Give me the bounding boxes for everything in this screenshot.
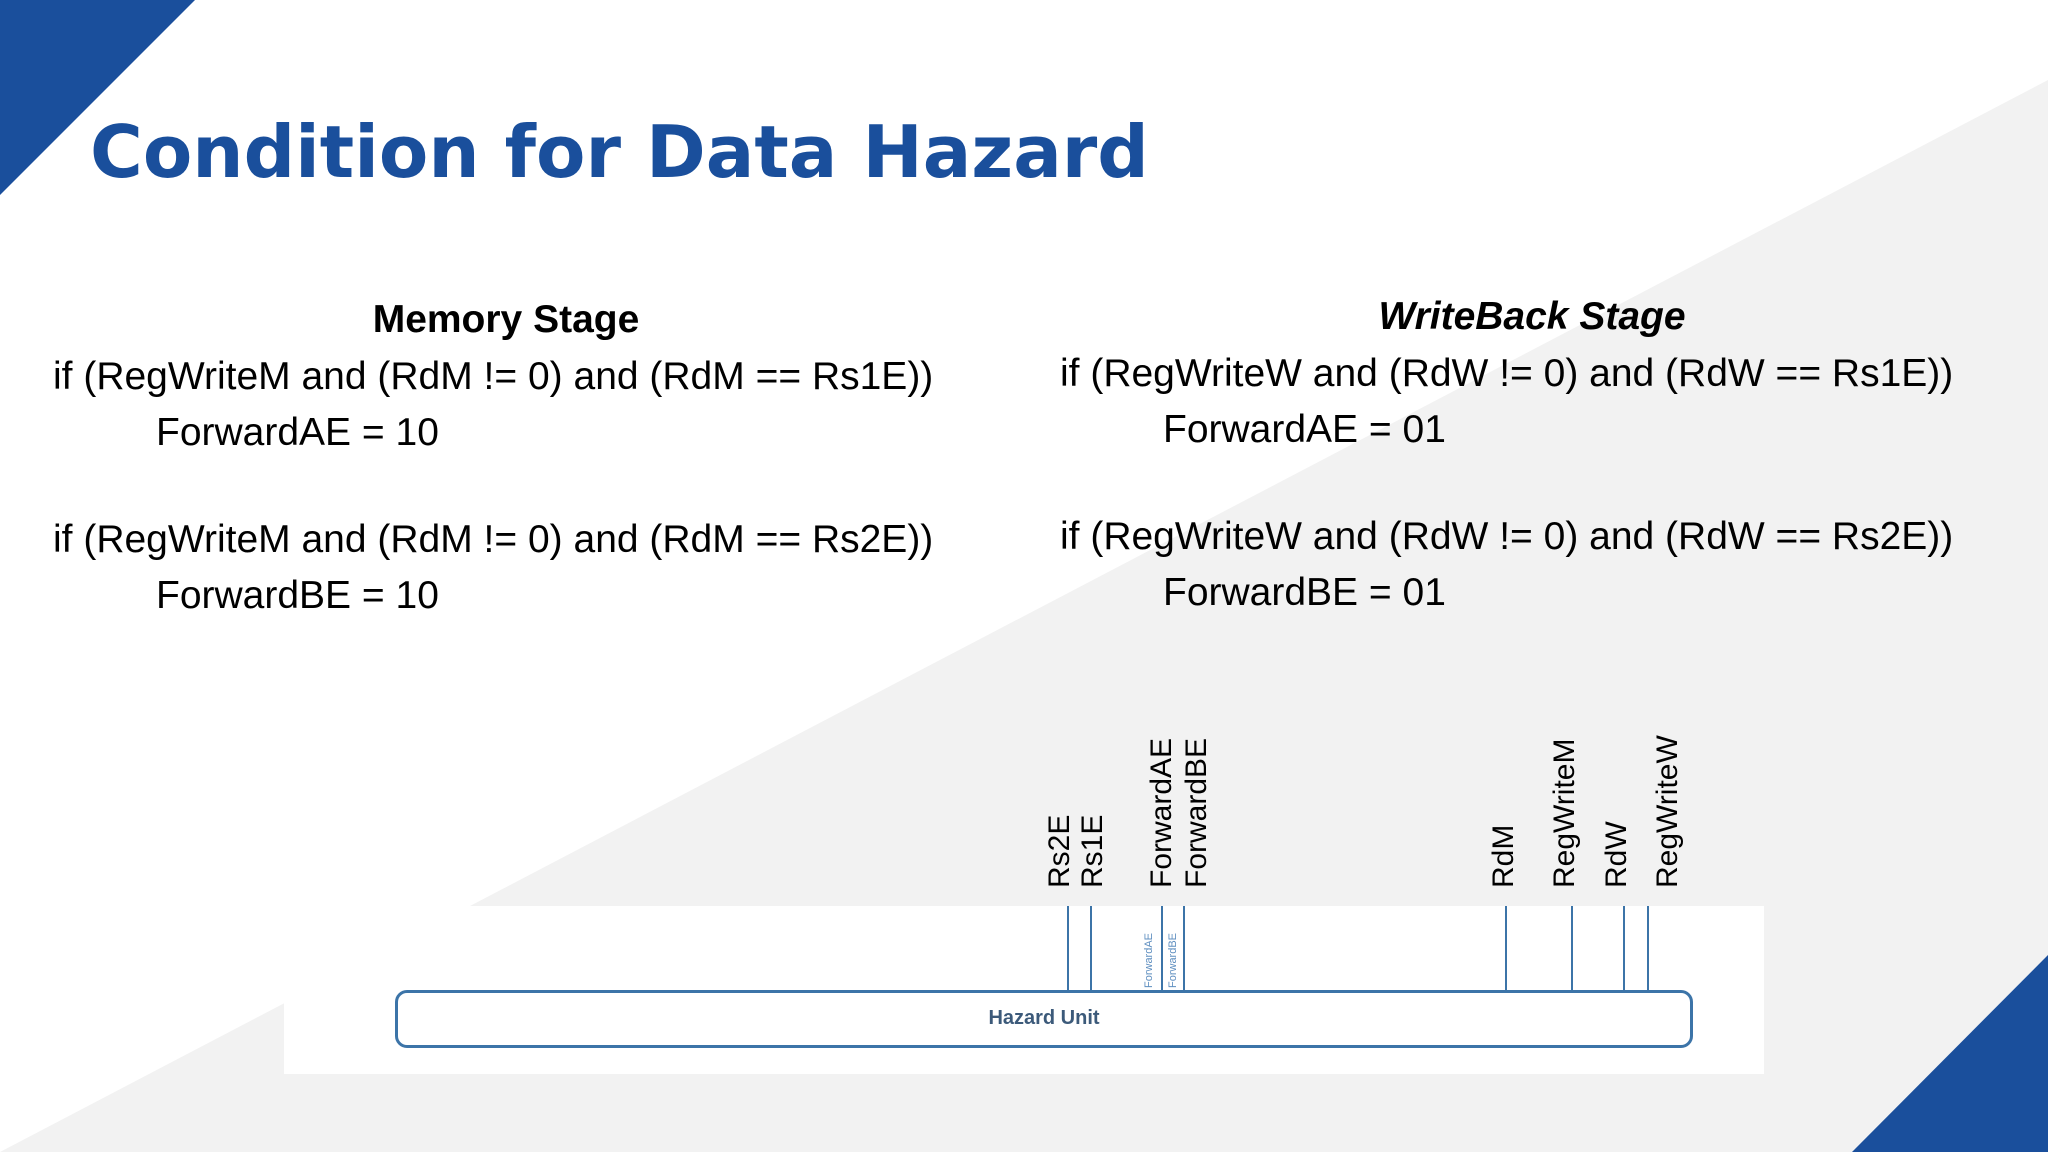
signal-regwritem: RegWriteM	[1548, 738, 1581, 888]
forwardae-small-label: ForwardAE	[1143, 932, 1155, 988]
writeback-condition-rs2e: if (RegWriteW and (RdW != 0) and (RdW ==…	[1060, 515, 1954, 558]
hazard-unit-label: Hazard Unit	[988, 1007, 1100, 1029]
slide-title: Condition for Data Hazard	[90, 110, 1149, 194]
rdm-wire	[1505, 906, 1507, 992]
rdw-wire	[1623, 906, 1625, 992]
signal-rs1e: Rs1E	[1076, 814, 1109, 888]
forwardbe-wire	[1183, 906, 1185, 992]
corner-triangle-bottom-right	[1852, 955, 2048, 1152]
background-shade	[0, 80, 2048, 1152]
signal-rs2e: Rs2E	[1043, 814, 1076, 888]
memory-forwardae-assign: ForwardAE = 10	[156, 411, 439, 454]
signal-rdw: RdW	[1600, 821, 1633, 888]
memory-condition-rs2e: if (RegWriteM and (RdM != 0) and (RdM ==…	[53, 518, 934, 561]
writeback-forwardbe-assign: ForwardBE = 01	[1163, 571, 1446, 614]
regwritew-wire	[1647, 906, 1649, 992]
signal-forwardae: ForwardAE	[1145, 737, 1178, 888]
writeback-stage-heading: WriteBack Stage	[1378, 295, 1686, 338]
memory-condition-rs1e: if (RegWriteM and (RdM != 0) and (RdM ==…	[53, 355, 934, 398]
rs1e-wire	[1090, 906, 1092, 992]
regwritem-wire	[1571, 906, 1573, 992]
hazard-unit-box: Hazard Unit	[395, 990, 1693, 1048]
forwardbe-small-label: ForwardBE	[1167, 932, 1179, 988]
memory-forwardbe-assign: ForwardBE = 10	[156, 574, 439, 617]
signal-forwardbe: ForwardBE	[1180, 737, 1213, 888]
writeback-forwardae-assign: ForwardAE = 01	[1163, 408, 1446, 451]
rs2e-wire	[1067, 906, 1069, 992]
signal-rdm: RdM	[1487, 824, 1520, 888]
corner-triangle-top-left	[0, 0, 195, 195]
forwardae-wire	[1161, 906, 1163, 992]
writeback-condition-rs1e: if (RegWriteW and (RdW != 0) and (RdW ==…	[1060, 352, 1954, 395]
signal-regwritew: RegWriteW	[1651, 735, 1684, 888]
memory-stage-heading: Memory Stage	[372, 298, 640, 341]
